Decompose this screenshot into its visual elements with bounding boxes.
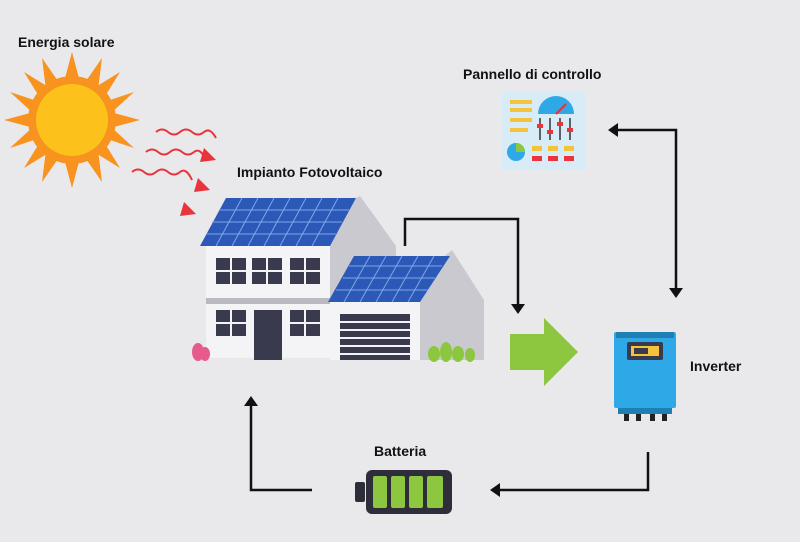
dashboard-icon: [502, 92, 586, 170]
flow-arrowheads: [244, 123, 683, 497]
control-panel-label: Pannello di controllo: [463, 66, 602, 82]
battery-icon: [355, 470, 452, 514]
sunlight-arrows: [131, 128, 217, 216]
energy-direction-arrow: [510, 318, 578, 386]
solar-energy-label: Energia solare: [18, 34, 115, 50]
pv-plant-label: Impianto Fotovoltaico: [237, 164, 383, 180]
battery-label: Batteria: [374, 443, 427, 459]
flow-lines: [249, 128, 678, 492]
house-icon: [192, 196, 484, 362]
sun-icon: [4, 52, 140, 188]
inverter-label: Inverter: [690, 358, 742, 374]
inverter-icon: [614, 332, 676, 421]
